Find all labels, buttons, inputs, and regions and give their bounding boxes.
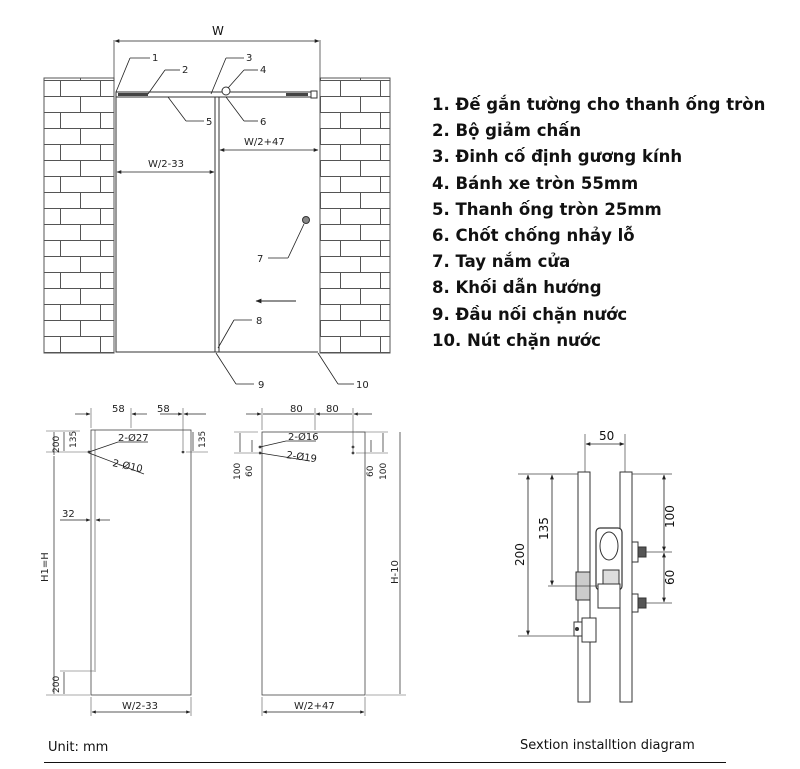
right-panel-outline bbox=[261, 431, 366, 696]
elevation-view: W W/2-33 W/2+47 1 2 3 4 bbox=[43, 24, 391, 391]
callout-8: 8 bbox=[256, 316, 262, 327]
right-hole-large: 2-Ø16 bbox=[288, 431, 319, 443]
unit-label: Unit: mm bbox=[48, 740, 109, 755]
footer-divider bbox=[44, 762, 726, 763]
right-dim-60-right: 60 bbox=[366, 465, 376, 477]
callout-10: 10 bbox=[356, 380, 369, 391]
legend-item: 6. Chốt chống nhảy lỗ bbox=[432, 226, 635, 246]
callout-1: 1 bbox=[152, 53, 158, 64]
left-dim-200-top: 200 bbox=[52, 436, 62, 453]
section-view: 50 200 135 100 bbox=[513, 429, 677, 703]
right-dim-60-left: 60 bbox=[245, 465, 255, 477]
section-dim-50: 50 bbox=[599, 429, 614, 443]
right-height-label: H-10 bbox=[390, 560, 401, 584]
left-height-label: H1=H bbox=[40, 552, 51, 582]
fixed-glass-panel bbox=[115, 96, 216, 353]
callout-4: 4 bbox=[260, 65, 266, 76]
left-dim-58a: 58 bbox=[112, 404, 125, 415]
left-dim-32: 32 bbox=[62, 509, 75, 520]
right-dim-100-right: 100 bbox=[379, 463, 389, 480]
legend-item: 2. Bộ giảm chấn bbox=[432, 121, 582, 141]
callout-9: 9 bbox=[258, 380, 264, 391]
parts-legend: 1. Đế gắn tường cho thanh ống tròn 2. Bộ… bbox=[432, 92, 765, 354]
right-hole-small: 2-Ø19 bbox=[286, 449, 318, 465]
left-dim-135-right: 135 bbox=[198, 431, 208, 448]
callout-3: 3 bbox=[246, 53, 252, 64]
callout-6: 6 bbox=[260, 117, 266, 128]
legend-item: 1. Đế gắn tường cho thanh ống tròn bbox=[432, 95, 766, 114]
section-caption: Sextion installtion diagram bbox=[520, 738, 695, 753]
left-hole-small: 2-Ø10 bbox=[111, 457, 143, 475]
section-dim-100: 100 bbox=[663, 505, 677, 528]
left-hole-large: 2-Ø27 bbox=[118, 432, 149, 444]
legend-item: 4. Bánh xe tròn 55mm bbox=[432, 173, 639, 193]
legend-item: 3. Đinh cố định gương kính bbox=[432, 147, 683, 167]
left-panel-detail: 58 58 2-Ø27 2-Ø10 200 135 135 32 H1=H bbox=[40, 404, 208, 716]
left-dim-58b: 58 bbox=[157, 404, 170, 415]
section-dim-135: 135 bbox=[537, 517, 551, 540]
left-brick-wall bbox=[43, 77, 115, 354]
right-panel-detail: 80 80 2-Ø16 2-Ø19 100 60 60 100 H-10 bbox=[233, 404, 406, 716]
section-dim-200: 200 bbox=[513, 543, 527, 566]
section-dim-60: 60 bbox=[663, 570, 677, 585]
legend-item: 5. Thanh ống tròn 25mm bbox=[432, 199, 662, 219]
left-width-label: W/2-33 bbox=[148, 159, 184, 170]
callout-2: 2 bbox=[182, 65, 188, 76]
legend-item: 10. Nút chặn nước bbox=[432, 330, 601, 350]
right-width-bottom: W/2+47 bbox=[294, 701, 335, 712]
left-dim-135-left: 135 bbox=[69, 431, 79, 448]
right-width-label: W/2+47 bbox=[244, 137, 285, 148]
right-dim-80b: 80 bbox=[326, 404, 339, 415]
left-width-bottom: W/2-33 bbox=[122, 701, 158, 712]
right-dim-80a: 80 bbox=[290, 404, 303, 415]
door-handle bbox=[302, 216, 310, 224]
left-panel-outline bbox=[90, 429, 192, 696]
legend-item: 8. Khối dẫn hướng bbox=[432, 278, 602, 298]
left-dim-200-bottom: 200 bbox=[52, 676, 62, 693]
width-label: W bbox=[212, 24, 224, 38]
legend-item: 7. Tay nắm cửa bbox=[432, 252, 571, 272]
callout-7: 7 bbox=[257, 254, 263, 265]
right-brick-wall bbox=[319, 77, 391, 354]
callout-5: 5 bbox=[206, 117, 212, 128]
legend-item: 9. Đầu nối chặn nước bbox=[432, 304, 628, 324]
right-dim-100-left: 100 bbox=[233, 463, 243, 480]
wheel-circle bbox=[221, 86, 231, 96]
